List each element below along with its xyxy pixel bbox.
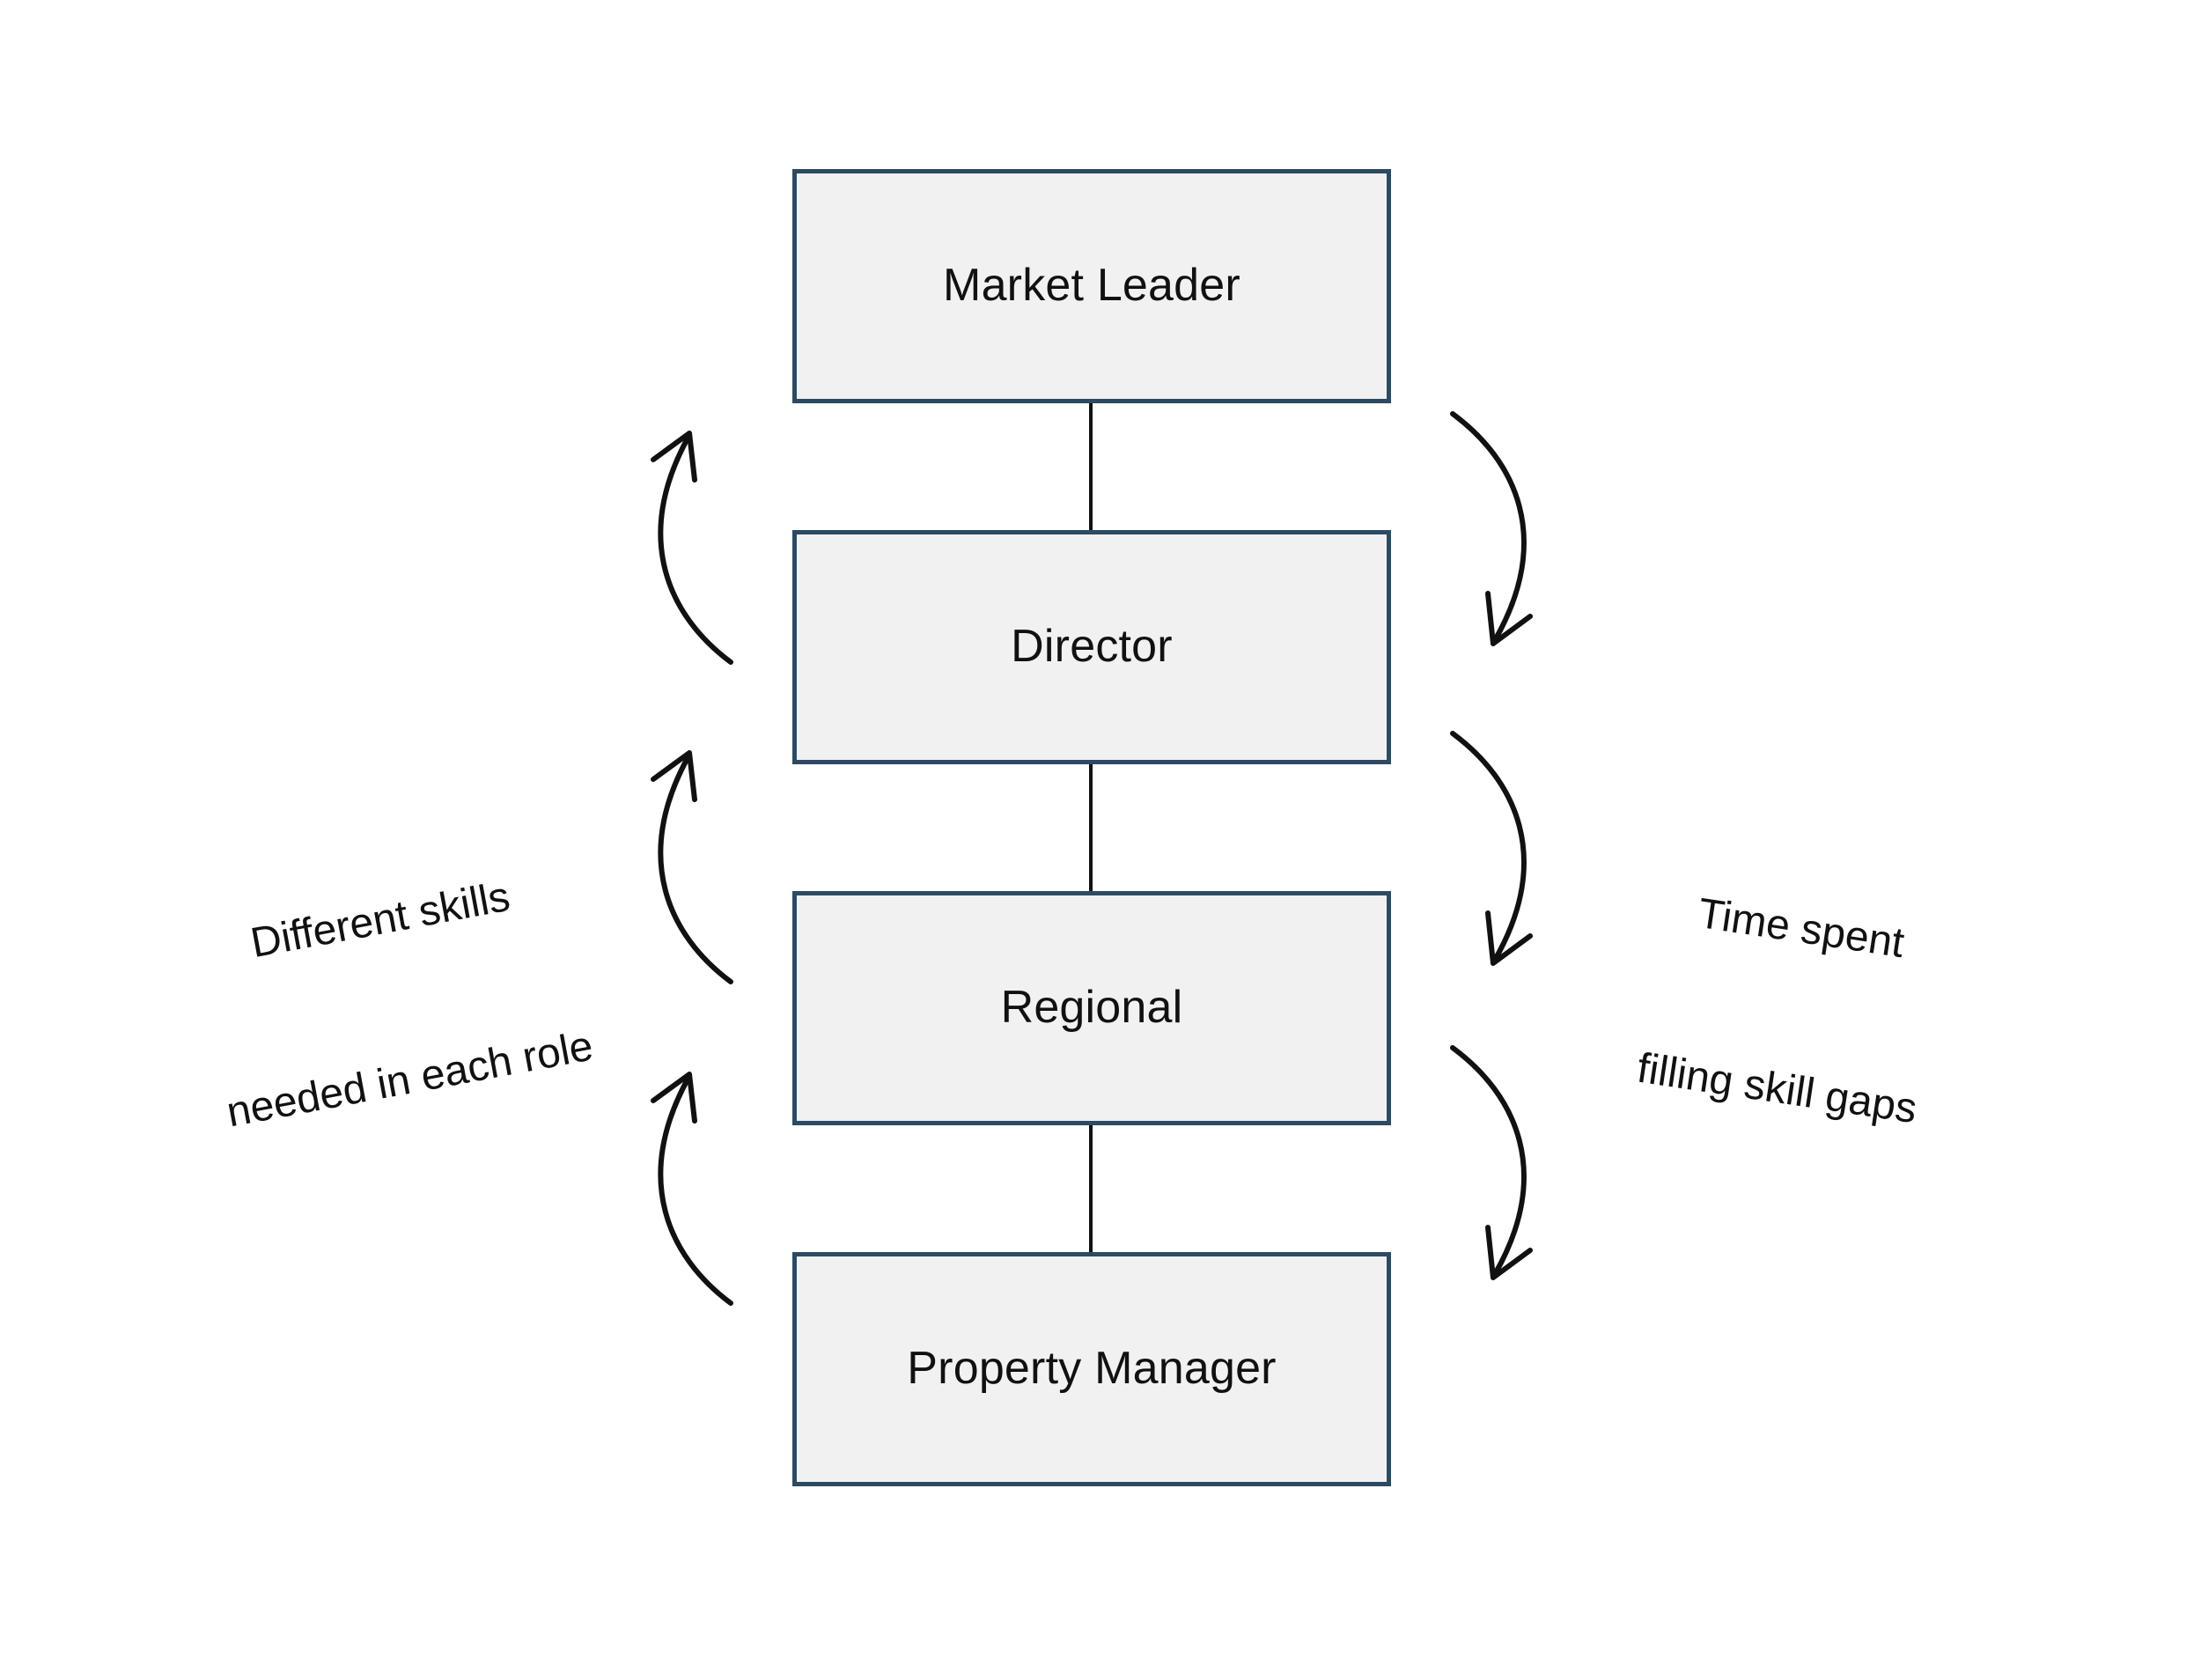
left-curved-arrow-1 <box>651 431 733 665</box>
left-annotation-line-2: needed in each role <box>223 1022 597 1137</box>
right-annotation-line-2: filling skill gaps <box>1634 1044 1920 1133</box>
node-market-leader-label: Market Leader <box>943 260 1240 312</box>
right-curved-arrow-1 <box>1450 411 1533 646</box>
connector-market-leader-to-director <box>1089 401 1093 531</box>
node-market-leader[interactable]: Market Leader <box>792 169 1391 403</box>
left-annotation: Different skills needed in each role <box>173 754 617 1247</box>
left-curved-arrow-2 <box>651 750 733 984</box>
left-curved-arrow-3 <box>651 1072 733 1306</box>
node-director-label: Director <box>1011 621 1173 673</box>
node-property-manager[interactable]: Property Manager <box>792 1252 1391 1486</box>
right-annotation-line-1: Time spent <box>1695 889 1908 968</box>
right-curved-arrow-3 <box>1450 1045 1533 1280</box>
connector-director-to-regional <box>1089 762 1093 892</box>
left-annotation-line-1: Different skills <box>247 873 514 968</box>
node-regional-label: Regional <box>1000 982 1183 1034</box>
right-annotation: Time spent filling skill gaps <box>1617 774 1960 1243</box>
node-property-manager-label: Property Manager <box>907 1343 1277 1395</box>
node-regional[interactable]: Regional <box>792 891 1391 1125</box>
right-curved-arrow-2 <box>1450 731 1533 966</box>
node-director[interactable]: Director <box>792 530 1391 764</box>
connector-regional-to-property-manager <box>1089 1123 1093 1253</box>
